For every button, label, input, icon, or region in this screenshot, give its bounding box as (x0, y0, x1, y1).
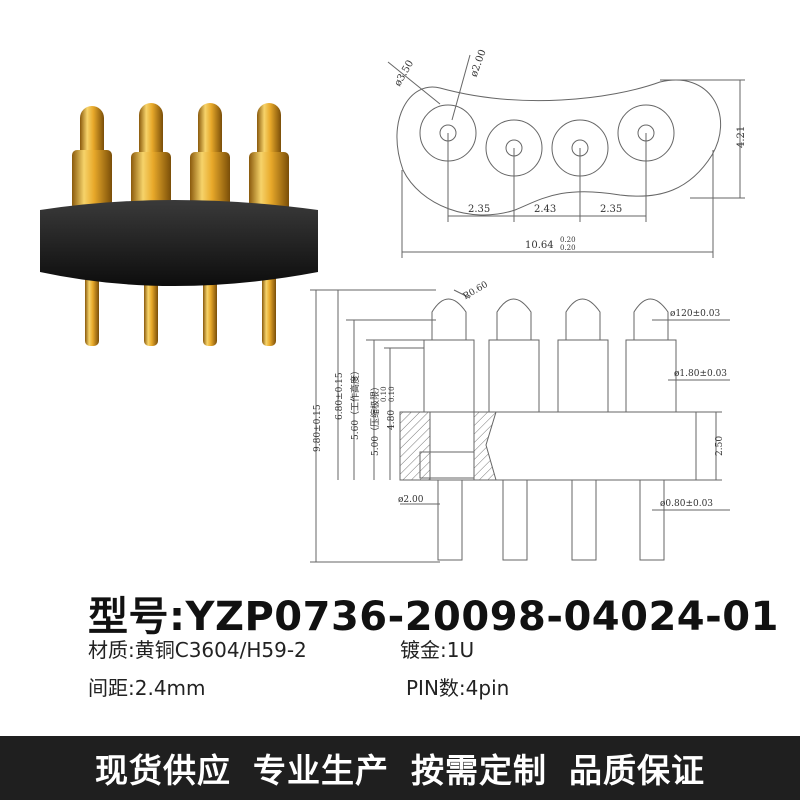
pin-1 (72, 106, 112, 346)
side-pin-2 (488, 298, 540, 561)
pin-2 (131, 103, 171, 346)
total-height-label: 9.80±0.15 (313, 404, 323, 452)
dim-height-label: 4.21 (736, 126, 747, 148)
side-pin-1 (419, 298, 475, 561)
model-number: 型号:YZP0736-20098-04024-01 (88, 594, 779, 640)
compress-limit-label: 5.00（压缩极限） (369, 382, 381, 456)
pin-3 (190, 103, 230, 346)
barrel-dia-label: ø1.80±0.03 (674, 369, 727, 379)
pin-group (72, 103, 289, 346)
insulator-body (40, 200, 318, 286)
bottom-banner: 现货供应 专业生产 按需定制 品质保证 (0, 736, 800, 800)
base-dia-label: ø2.00 (398, 495, 424, 505)
barrel-height-label: 4.80 (387, 410, 397, 430)
barrel-tol-plus: 0.10 (380, 386, 388, 402)
side-pin-3 (557, 298, 609, 561)
banner-item-custom: 按需定制 (411, 751, 547, 790)
top-view-drawing: ø3.50 ø2.00 4.21 2.35 2.43 2.35 10.64 0.… (387, 48, 747, 258)
free-height-label: 6.80±0.15 (335, 372, 345, 420)
product-photo (40, 103, 318, 346)
spacing-3-label: 2.35 (600, 204, 622, 215)
body-height-label: 2.50 (715, 436, 725, 456)
width-label: 10.64 (525, 240, 554, 251)
radius-label: R0.60 (462, 280, 490, 302)
banner-item-production: 专业生产 (253, 751, 389, 790)
width-tol-plus: 0.20 (560, 236, 576, 244)
banner-item-quality: 品质保证 (569, 751, 705, 790)
side-view-drawing: R0.60 ø120±0.03 ø1.80±0.03 ø0.80±0.03 ø2… (310, 280, 730, 563)
tail-dia-label: ø0.80±0.03 (660, 499, 713, 509)
insulator-body-outline (399, 411, 697, 481)
material-spec: 材质:黄铜C3604/H59-2 (88, 638, 307, 662)
side-pin-4 (625, 298, 677, 561)
spacing-1-label: 2.35 (468, 204, 490, 215)
plating-spec: 镀金:1U (400, 638, 475, 662)
width-tol-minus: 0.20 (560, 244, 576, 252)
work-height-label: 5.60（工作高度） (349, 366, 361, 440)
cutaway-section (399, 411, 431, 481)
spacing-2-label: 2.43 (534, 204, 556, 215)
pin-count-spec: PIN数:4pin (406, 676, 510, 700)
top-view-outline (396, 79, 722, 216)
barrel-tol-minus: 0.10 (388, 386, 396, 402)
banner-item-stock: 现货供应 (95, 751, 231, 790)
pin-4 (249, 103, 289, 346)
pitch-spec: 间距:2.4mm (88, 676, 206, 700)
tip-dia-label: ø120±0.03 (670, 309, 720, 319)
